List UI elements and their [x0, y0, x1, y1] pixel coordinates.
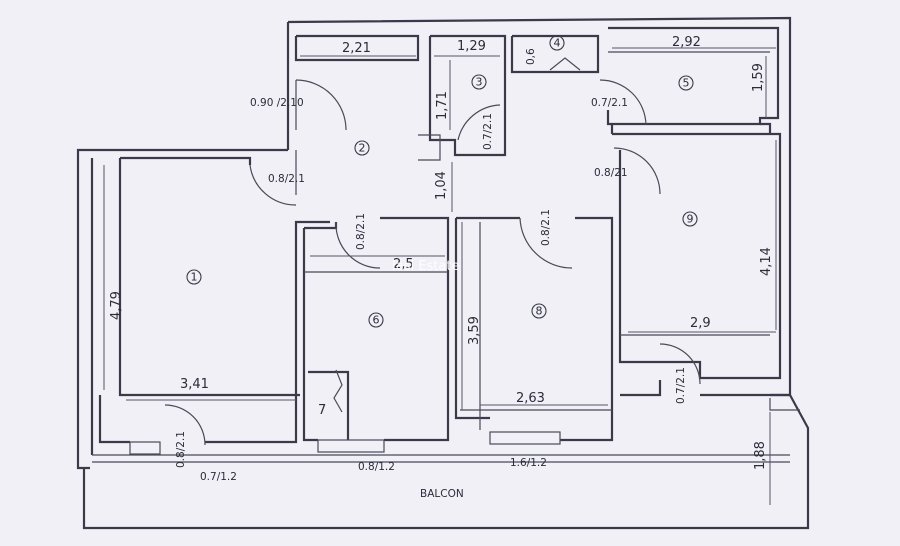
room-9-width-label: 2,9: [690, 316, 711, 331]
room-1-marker: [186, 269, 202, 285]
room-5-marker: [678, 75, 694, 91]
room-4-marker: [549, 35, 565, 51]
room-5-width-label: 2,92: [672, 35, 701, 50]
room-8-length-label: 3,59: [467, 316, 482, 345]
room-9-number: 9: [687, 213, 694, 226]
room-8-width-label: 2,63: [516, 391, 545, 406]
room-markers: 1 2 3 4 5 6 7 8 9: [186, 35, 698, 418]
room-3-length-label: 1,71: [435, 91, 450, 120]
room-8-number: 8: [536, 305, 543, 318]
room-2-marker: [354, 140, 370, 156]
room-8-marker: [531, 303, 547, 319]
room-4-width-label: 0,6: [525, 48, 537, 65]
window-6-label: 0.8/1.2: [358, 461, 395, 473]
watermark: Iasi Estate: [392, 259, 459, 274]
room-3-width-label: 1,29: [457, 39, 486, 54]
room-6-width-label: 2,5: [393, 257, 414, 272]
room-3-number: 3: [476, 76, 483, 89]
room-7-number: 7: [318, 403, 326, 418]
door-3-label: 0.7/2.1: [482, 113, 494, 150]
room-1-number: 1: [191, 271, 198, 284]
balcony-label: BALCON: [420, 488, 464, 500]
room-9-marker: [682, 211, 698, 227]
balcony-depth-label: 1,88: [753, 441, 768, 470]
room-5-number: 5: [683, 77, 690, 90]
room-1-length-label: 4,79: [109, 291, 124, 320]
room-1-width-label: 3,41: [180, 377, 209, 392]
hall-width-label: 2,21: [342, 41, 371, 56]
room-4-number: 4: [554, 37, 561, 50]
window-8-label: 1.6/1.2: [510, 457, 547, 469]
room-2-number: 2: [359, 142, 366, 155]
opening-labels: 0.90 /2.10 0.8/2.1 0.8/2.1 0.7/2.1 0.7/2…: [175, 97, 687, 483]
room-6-marker: [368, 312, 384, 328]
door-2-left-label: 0.8/2.1: [268, 173, 305, 185]
room-5-length-label: 1,59: [751, 63, 766, 92]
windows: [129, 431, 561, 455]
dimension-labels: 2,21 1,29 1,71 0,6 2,92 1,59 4,79 3,41 2…: [109, 35, 774, 470]
door-8-label: 0.8/2.1: [540, 209, 552, 246]
door-1-balcony-label: 0.8/2.1: [175, 431, 187, 468]
door-5-label: 0.7/2.1: [591, 97, 628, 109]
door-swings: [164, 57, 701, 446]
dimension-lines: [103, 47, 777, 505]
hall-depth-label: 1,04: [434, 171, 449, 200]
window-1-label: 0.7/1.2: [200, 471, 237, 483]
entrance-door-label: 0.90 /2.10: [250, 97, 304, 109]
room-6-number: 6: [373, 314, 380, 327]
door-9-balcony-label: 0.7/2.1: [675, 367, 687, 404]
room-9-length-label: 4,14: [759, 247, 774, 276]
room-3-marker: [471, 74, 487, 90]
door-2-bottom-label: 0.8/2.1: [355, 213, 367, 250]
door-9-label: 0.8/21: [594, 167, 628, 179]
